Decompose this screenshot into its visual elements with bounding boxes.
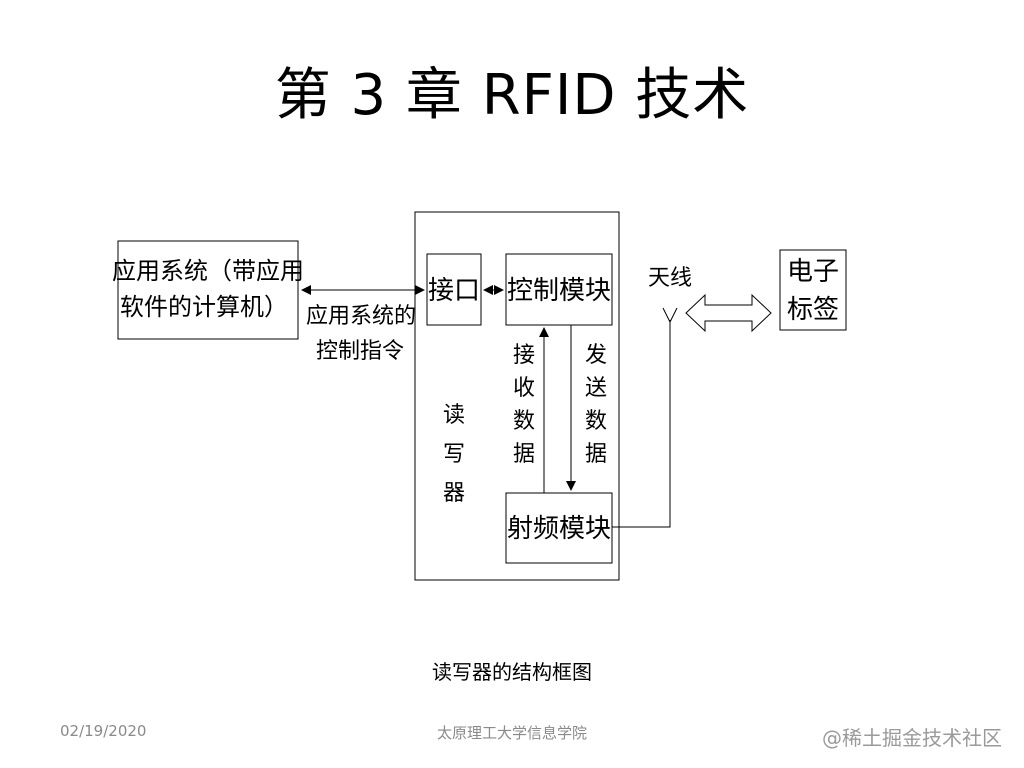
control-module-box (505, 253, 613, 326)
send-data-char-1: 发 (585, 343, 607, 368)
app-system-label-line1: 应用系统（带应用 (112, 257, 304, 285)
send-data-char-2: 送 (585, 376, 607, 401)
diagram-caption: 读写器的结构框图 (432, 660, 592, 684)
rf-module-box (505, 492, 613, 564)
tag-box (779, 249, 847, 331)
reader-label-char-3: 器 (443, 481, 465, 506)
app-command-label-line2: 控制指令 (316, 339, 404, 364)
antenna-icon (662, 307, 678, 324)
slide-title: 第 3 章 RFID 技术 (274, 63, 750, 128)
send-data-char-3: 数 (585, 409, 607, 434)
footer-school: 太原理工大学信息学院 (436, 724, 587, 742)
antenna-label: 天线 (648, 266, 692, 291)
receive-data-char-2: 收 (513, 376, 535, 401)
antenna-tag-double-arrow (685, 293, 772, 333)
receive-data-char-3: 数 (513, 409, 535, 434)
app-system-label-line2: 软件的计算机） (120, 293, 288, 321)
interface-box (426, 253, 482, 326)
reader-label-char-2: 写 (443, 442, 465, 467)
tag-label-line1: 电子 (787, 257, 839, 287)
app-system-box (117, 240, 299, 340)
send-data-char-4: 据 (585, 442, 607, 467)
control-module-label: 控制模块 (507, 276, 611, 306)
rf-module-label: 射频模块 (507, 514, 611, 544)
receive-data-char-1: 接 (513, 343, 535, 368)
interface-label: 接口 (428, 276, 480, 306)
rf-antenna-wire (612, 320, 671, 528)
reader-frame (414, 211, 620, 581)
watermark: @稀土掘金技术社区 (822, 726, 1002, 750)
receive-data-char-4: 据 (513, 442, 535, 467)
footer-date: 02/19/2020 (60, 722, 147, 740)
tag-label-line2: 标签 (787, 295, 839, 325)
reader-label-char-1: 读 (443, 403, 465, 428)
app-command-label-line1: 应用系统的 (306, 304, 416, 329)
